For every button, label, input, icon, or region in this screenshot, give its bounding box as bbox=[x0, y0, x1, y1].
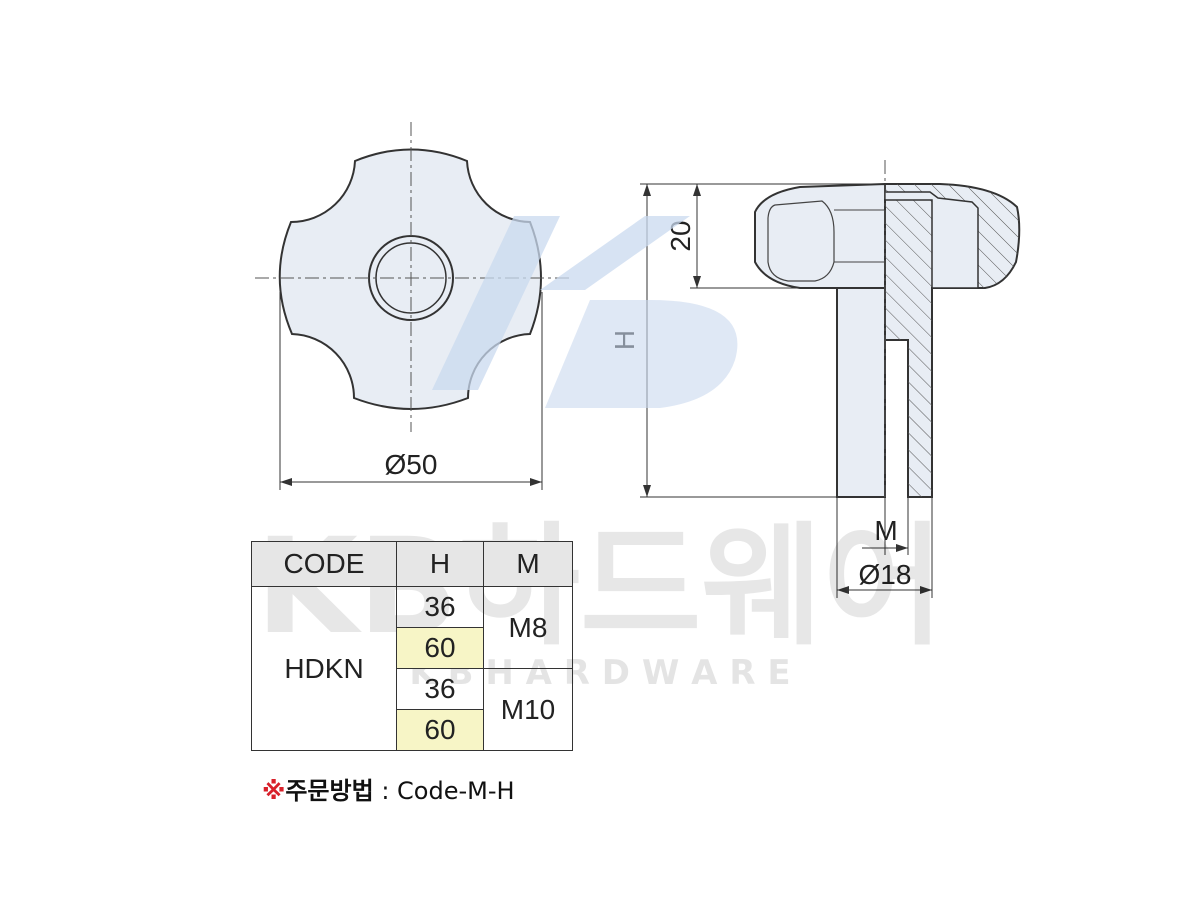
arrow-shaft-left bbox=[837, 586, 849, 594]
cell-h: 36 bbox=[396, 586, 484, 628]
cell-h: 36 bbox=[396, 668, 484, 710]
arrow-right bbox=[530, 478, 542, 486]
arrow-left bbox=[280, 478, 292, 486]
header-h: H bbox=[396, 541, 484, 587]
cell-m: M8 bbox=[483, 586, 573, 669]
cell-code: HDKN bbox=[251, 586, 397, 751]
knob-insert bbox=[884, 191, 979, 289]
header-m: M bbox=[483, 541, 573, 587]
cell-h: 60 bbox=[396, 627, 484, 669]
arrow-shaft-right bbox=[920, 586, 932, 594]
knob-section-hatch bbox=[885, 184, 1020, 497]
shaft-left bbox=[836, 287, 886, 498]
watermark-kb-logo: KB bbox=[0, 0, 738, 408]
knob-head-left bbox=[754, 182, 886, 289]
order-format: Code-M-H bbox=[397, 777, 515, 805]
order-method-note: ※주문방법 : Code-M-H bbox=[262, 771, 515, 806]
table-header-row: CODE H M bbox=[251, 541, 573, 587]
arrow-h-bottom bbox=[643, 485, 651, 497]
arrow-h-top bbox=[643, 184, 651, 196]
arrow-m bbox=[896, 544, 908, 552]
dim-diameter-knob: Ø50 bbox=[385, 449, 438, 480]
dim-thread: M bbox=[874, 515, 897, 546]
knob-front-view: Ø50 bbox=[255, 122, 570, 490]
knob-side-view: H 20 M Ø18 bbox=[609, 160, 1021, 598]
spec-table: CODE H M HDKN 36 M8 60 36 M10 60 bbox=[251, 541, 573, 751]
table-row: HDKN 36 M8 bbox=[251, 586, 573, 751]
order-separator: : bbox=[381, 777, 390, 805]
knob-head-left-facet bbox=[767, 200, 835, 282]
arrow-20-bottom bbox=[693, 276, 701, 288]
dim-diameter-shaft: Ø18 bbox=[859, 559, 912, 590]
cell-h: 60 bbox=[396, 709, 484, 751]
watermark-logo-text: KB bbox=[0, 0, 2, 1]
table-row: 60 bbox=[252, 709, 573, 751]
arrow-20-top bbox=[693, 184, 701, 196]
header-code: CODE bbox=[251, 541, 397, 587]
order-label: 주문방법 bbox=[285, 777, 374, 805]
table-row: 36 M10 bbox=[252, 668, 573, 751]
note-mark: ※ bbox=[262, 777, 286, 805]
cell-m: M10 bbox=[483, 668, 573, 751]
